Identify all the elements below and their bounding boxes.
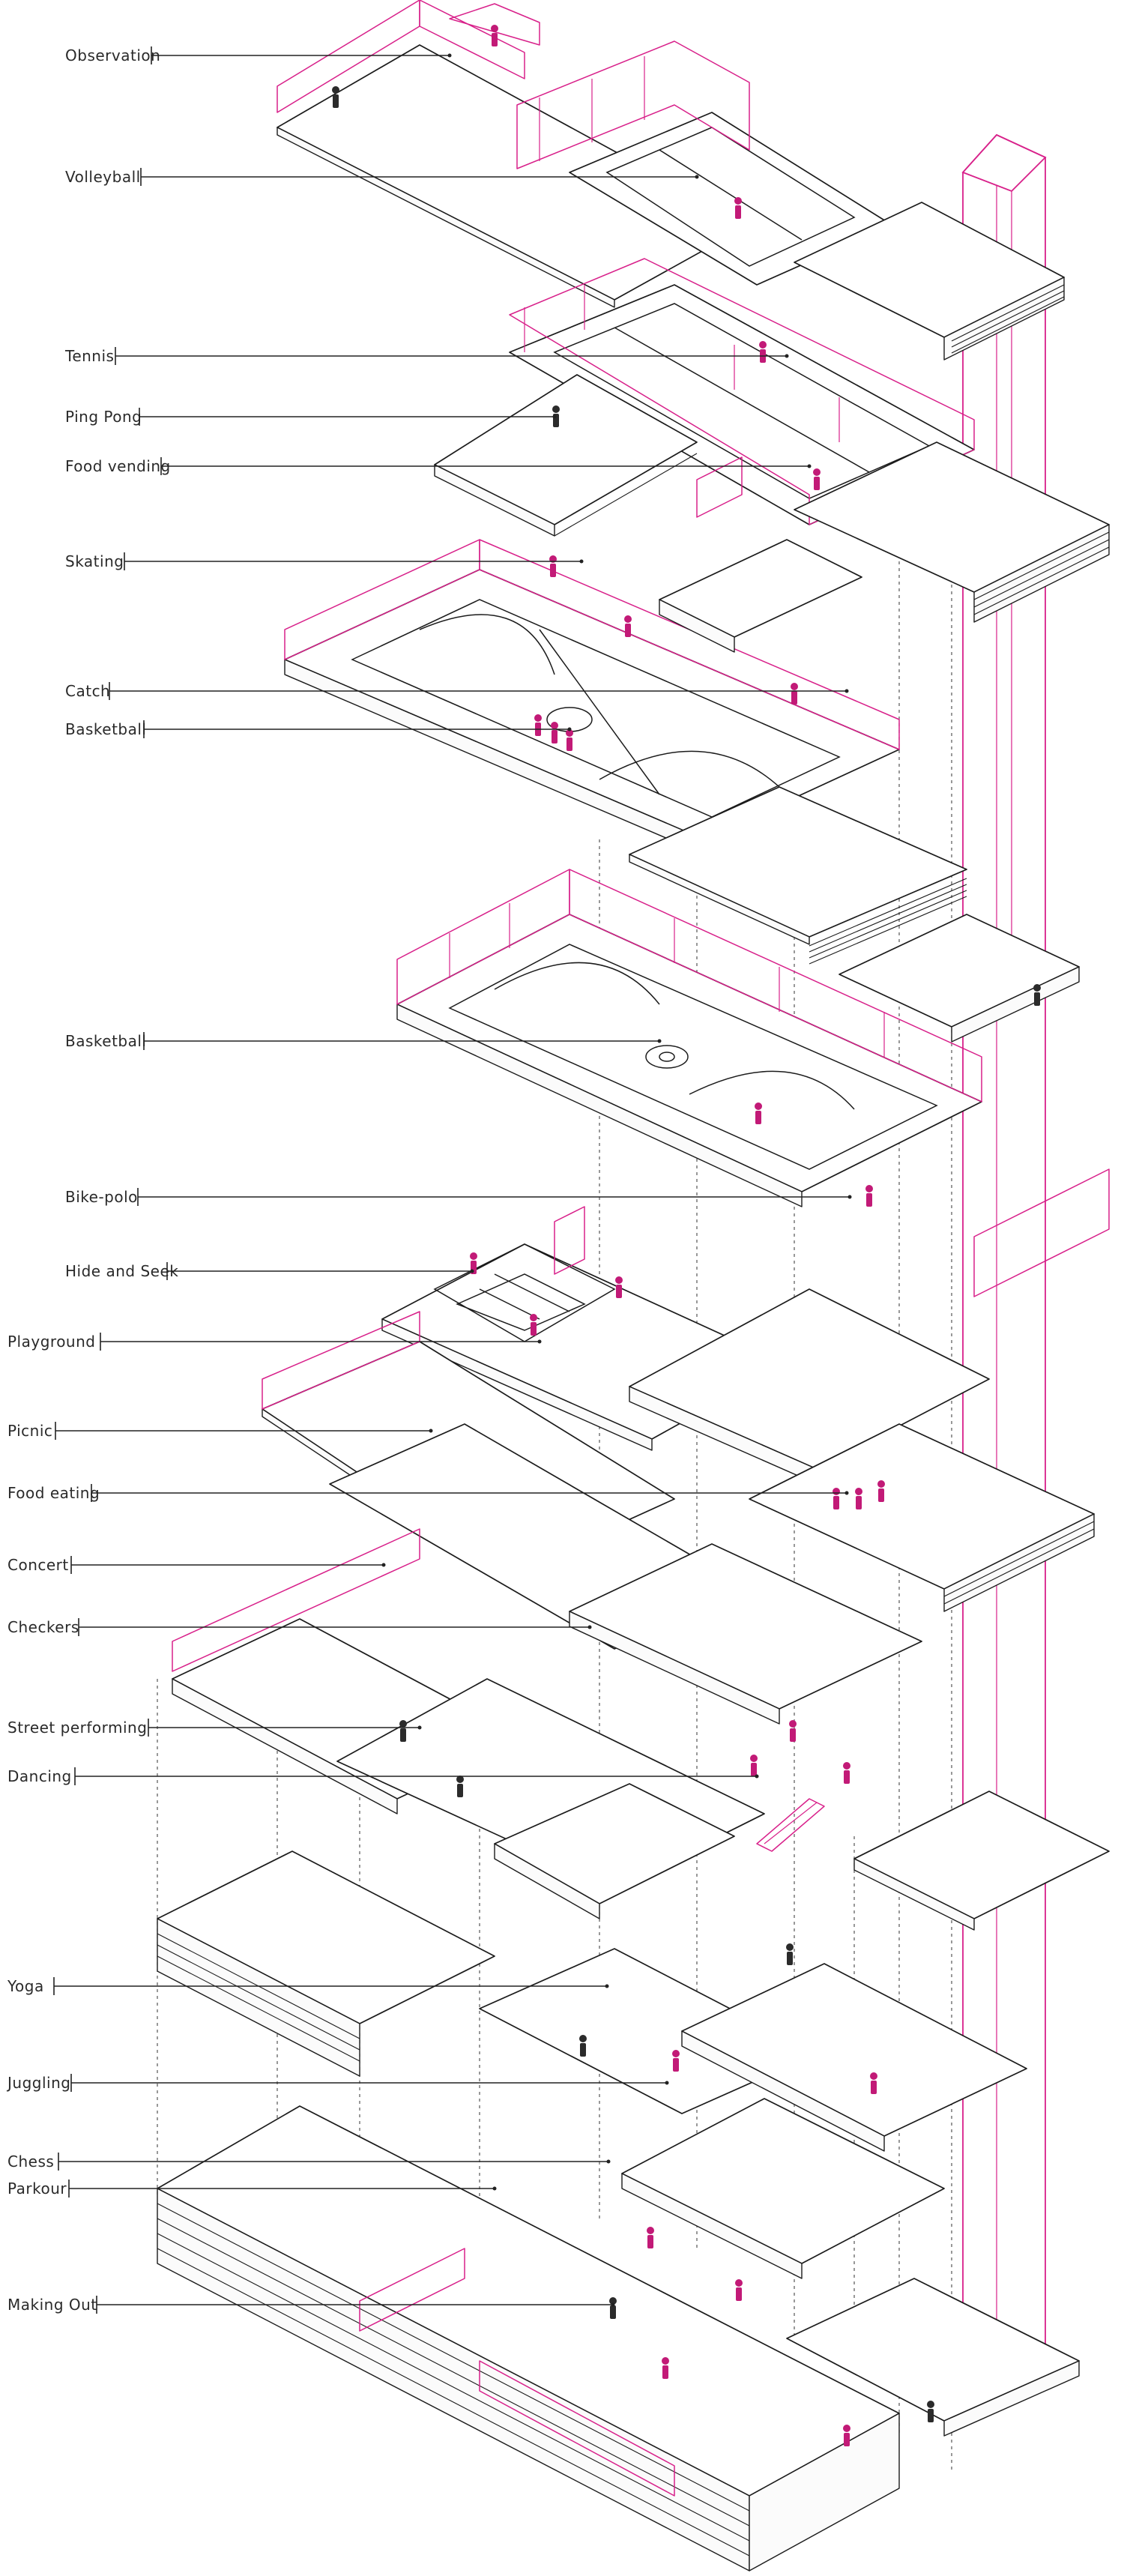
level-tennis: [434, 258, 1110, 623]
label-food-eating: Food eating: [7, 1484, 849, 1502]
label-basketball-upper: Basketball: [65, 720, 572, 738]
label-observation: Observation: [65, 46, 452, 64]
level-picnic: [172, 1311, 1095, 1815]
svg-text:Playground: Playground: [7, 1333, 95, 1351]
level-skating-basketball: [284, 539, 967, 965]
label-yoga: Yoga: [7, 1977, 609, 1995]
svg-text:Dancing: Dancing: [7, 1767, 72, 1785]
svg-text:Bike-polo: Bike-polo: [65, 1188, 138, 1206]
svg-text:Chess: Chess: [7, 2153, 54, 2171]
label-chess: Chess: [7, 2153, 611, 2171]
label-basketball-lower: Basketball: [65, 1032, 662, 1050]
svg-text:Street performing: Street performing: [7, 1719, 147, 1737]
svg-text:Parkour: Parkour: [7, 2180, 67, 2198]
svg-text:Catch: Catch: [65, 682, 110, 700]
svg-text:Tennis: Tennis: [64, 347, 114, 365]
label-skating: Skating: [65, 552, 584, 570]
svg-text:Observation: Observation: [65, 46, 160, 64]
level-basketball: [396, 869, 1080, 1207]
svg-text:Skating: Skating: [65, 552, 124, 570]
label-volleyball: Volleyball: [65, 168, 699, 186]
label-catch: Catch: [65, 682, 849, 700]
label-hide-and-seek: Hide and Seek: [65, 1262, 474, 1280]
svg-text:Yoga: Yoga: [7, 1977, 44, 1995]
level-observation-volleyball: [277, 0, 1065, 361]
people-figures: [332, 25, 1041, 2446]
label-checkers: Checkers: [7, 1618, 592, 1636]
label-bike-polo: Bike-polo: [65, 1188, 852, 1206]
svg-text:Checkers: Checkers: [7, 1618, 79, 1636]
activity-labels: Observation Volleyball Tennis Ping Pong …: [6, 46, 852, 2314]
label-dancing: Dancing: [7, 1767, 759, 1785]
svg-text:Juggling: Juggling: [6, 2074, 70, 2092]
label-ping-pong: Ping Pong: [65, 408, 557, 426]
svg-text:Ping Pong: Ping Pong: [65, 408, 142, 426]
label-parkour: Parkour: [7, 2180, 497, 2198]
svg-text:Making Out: Making Out: [7, 2296, 97, 2314]
label-picnic: Picnic: [7, 1422, 433, 1440]
svg-text:Food eating: Food eating: [7, 1484, 100, 1502]
level-yoga: [157, 1850, 1027, 2152]
level-dancing: [336, 1678, 1110, 1931]
svg-text:Basketball: Basketball: [65, 1032, 146, 1050]
label-food-vending: Food vending: [65, 457, 812, 475]
svg-text:Picnic: Picnic: [7, 1422, 52, 1440]
label-juggling: Juggling: [6, 2074, 669, 2092]
level-ground: [157, 2098, 1080, 2572]
svg-text:Food vending: Food vending: [65, 457, 171, 475]
svg-text:Concert: Concert: [7, 1556, 69, 1574]
label-tennis: Tennis: [64, 347, 789, 365]
svg-text:Basketball: Basketball: [65, 720, 146, 738]
label-making-out: Making Out: [7, 2296, 615, 2314]
svg-text:Volleyball: Volleyball: [65, 168, 141, 186]
label-playground: Playground: [7, 1333, 542, 1351]
label-concert: Concert: [7, 1556, 386, 1574]
label-street-performing: Street performing: [7, 1719, 422, 1737]
svg-text:Hide and Seek: Hide and Seek: [65, 1262, 178, 1280]
